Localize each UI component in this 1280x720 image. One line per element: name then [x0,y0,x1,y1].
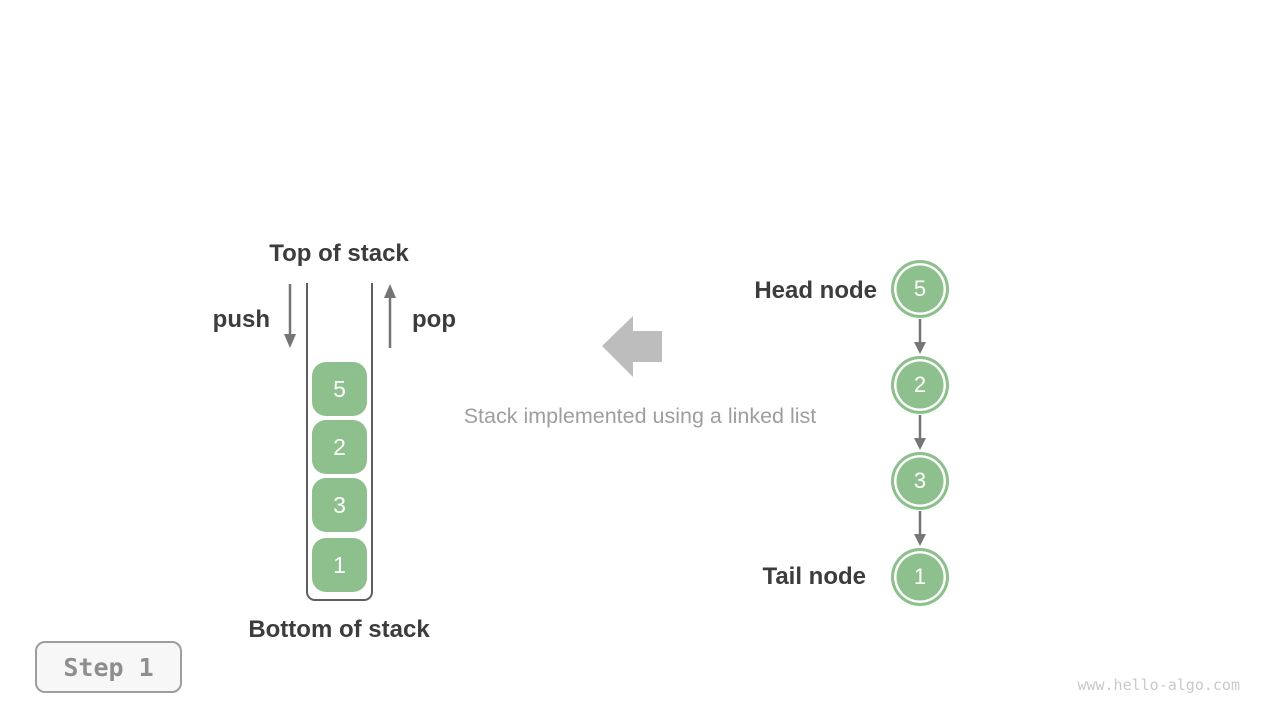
push-arrow-icon [284,284,296,348]
node-link-arrow-icon [914,415,926,450]
stack-item: 2 [312,420,367,474]
node-link-arrow-icon [914,319,926,354]
tail-node-label: Tail node [762,563,866,590]
list-node: 1 [891,548,949,606]
pop-arrow-icon [384,284,396,348]
stack-item: 5 [312,362,367,416]
stack-container [306,283,373,601]
left-block-arrow-icon [602,316,662,377]
stack-bottom-label: Bottom of stack [248,616,430,643]
watermark: www.hello-algo.com [1077,676,1240,694]
pop-label: pop [412,306,456,333]
stack-item: 1 [312,538,367,592]
step-badge: Step 1 [35,641,182,693]
list-node: 2 [891,356,949,414]
stack-item: 3 [312,478,367,532]
list-node: 3 [891,452,949,510]
head-node-label: Head node [754,277,877,304]
stack-top-label: Top of stack [269,240,409,267]
push-label: push [212,306,270,333]
caption: Stack implemented using a linked list [463,404,817,428]
list-node: 5 [891,260,949,318]
node-link-arrow-icon [914,511,926,546]
